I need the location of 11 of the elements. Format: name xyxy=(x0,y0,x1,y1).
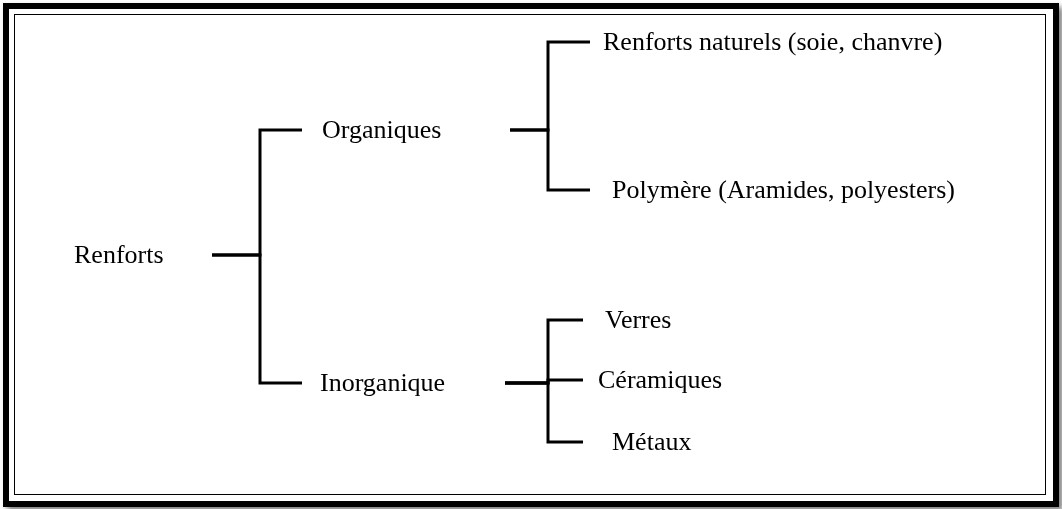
connector-line xyxy=(212,253,302,385)
node-label: Polymère (Aramides, polyesters) xyxy=(612,175,955,205)
node-label: Renforts naturels (soie, chanvre) xyxy=(603,27,943,57)
connector-line xyxy=(505,381,583,444)
node-label: Métaux xyxy=(612,427,692,457)
node-label: Céramiques xyxy=(598,365,723,395)
node-label: Inorganique xyxy=(320,368,446,398)
node-label: Organiques xyxy=(322,115,442,145)
node-label: Renforts xyxy=(74,240,164,270)
node-label: Verres xyxy=(605,305,672,335)
connector-line xyxy=(510,128,590,192)
